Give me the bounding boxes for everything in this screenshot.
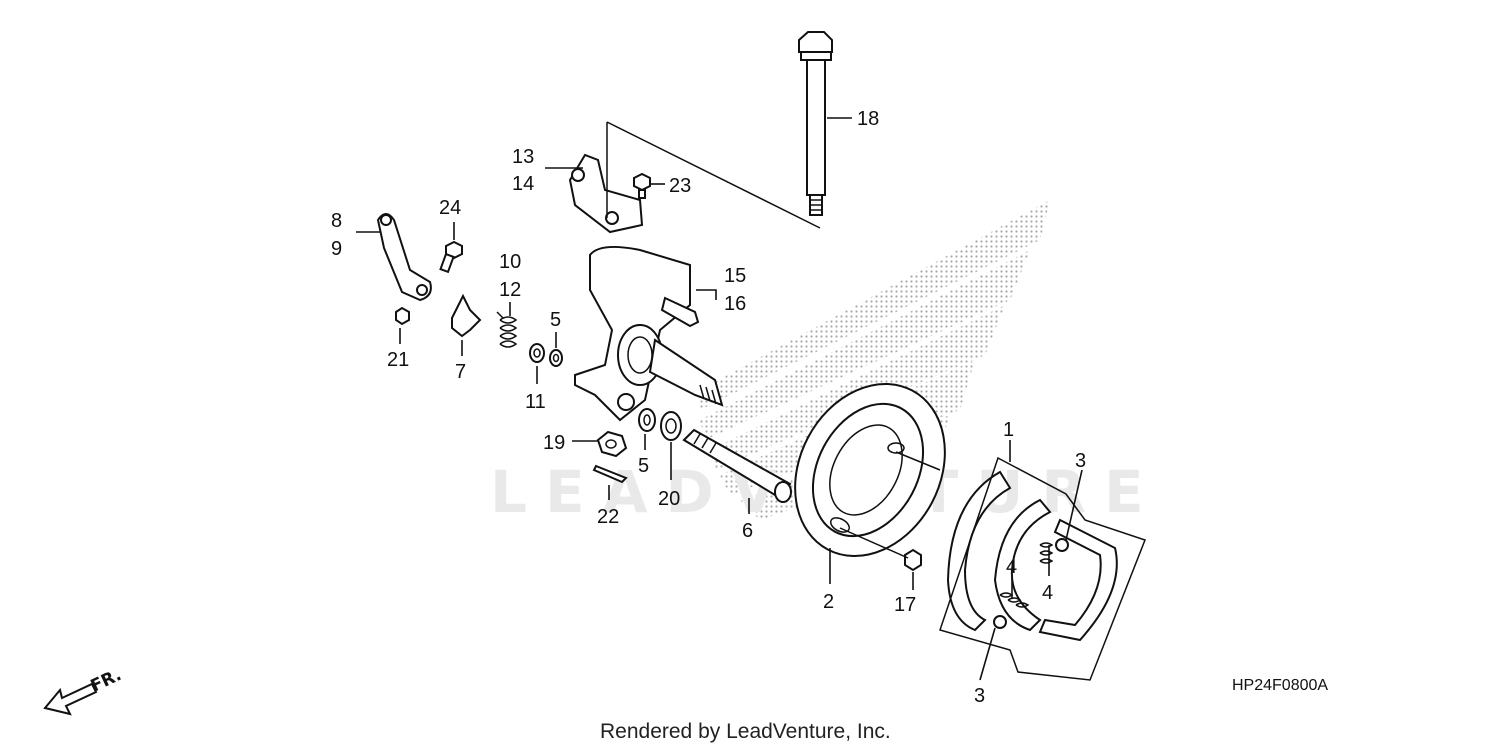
callout-8: 8 [331, 210, 342, 232]
callout-1: 1 [1003, 419, 1014, 441]
callout-16: 16 [724, 293, 746, 315]
part-19-nut [596, 430, 628, 458]
leader-lines [356, 117, 1083, 681]
part-21-nut [395, 306, 410, 326]
callout-4-right: 4 [1042, 582, 1053, 604]
callout-5-upper: 5 [550, 309, 561, 331]
callout-13: 13 [512, 146, 534, 168]
part-10-12-spring [496, 311, 518, 348]
part-1-bracket [939, 456, 1146, 681]
callout-19: 19 [543, 432, 565, 454]
callout-4-left: 4 [1006, 556, 1017, 578]
diagram-code: HP24F0800A [1232, 677, 1328, 694]
callout-17: 17 [894, 594, 916, 616]
part-18-bolt [798, 31, 833, 216]
callout-18: 18 [857, 108, 879, 130]
part-24-bolt [439, 240, 463, 274]
part-6-shaft [682, 428, 792, 503]
callout-22: 22 [597, 506, 619, 528]
callout-9: 9 [331, 238, 342, 260]
callout-15: 15 [724, 265, 746, 287]
part-1-brake-shoes [946, 470, 1118, 642]
callout-14: 14 [512, 173, 534, 195]
part-11-washer [529, 343, 545, 363]
footer-credit: Rendered by LeadVenture, Inc. [600, 720, 891, 743]
callout-6: 6 [742, 520, 753, 542]
part-5-washer-upper [549, 349, 563, 367]
callout-5-lower: 5 [638, 455, 649, 477]
front-direction-label: FR. [88, 665, 125, 696]
callout-11: 11 [525, 391, 546, 413]
callout-2: 2 [823, 591, 834, 613]
part-20-seal [660, 411, 682, 441]
callout-23: 23 [669, 175, 691, 197]
callout-3-lower: 3 [974, 685, 985, 707]
callout-7: 7 [455, 361, 466, 383]
callout-24: 24 [439, 197, 461, 219]
part-22-cotter-pin [592, 464, 628, 484]
callout-20: 20 [658, 488, 680, 510]
callout-3-upper: 3 [1075, 450, 1086, 472]
part-8-9-arm [376, 213, 432, 302]
front-direction-arrow: FR. [43, 665, 125, 716]
part-18-assembly-line [606, 121, 821, 229]
part-17-bolt [904, 548, 922, 572]
callout-21: 21 [387, 349, 409, 371]
part-2-brake-drum [794, 383, 946, 557]
part-13-14-bracket [568, 153, 644, 234]
callout-10: 10 [499, 251, 521, 273]
part-23-bolt [633, 172, 651, 199]
part-7-plate [451, 293, 482, 338]
callout-12: 12 [499, 279, 521, 301]
part-5-washer-lower [638, 408, 656, 432]
part-15-16-knuckle [574, 245, 724, 422]
